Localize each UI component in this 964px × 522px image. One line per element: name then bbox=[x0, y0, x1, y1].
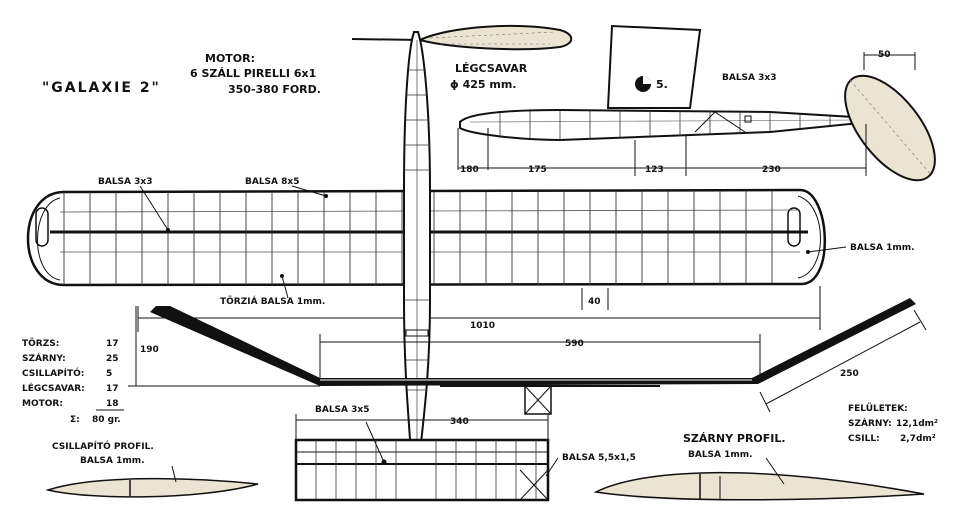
wing-tip-label: BALSA 1mm. bbox=[850, 243, 915, 253]
wing-rib-label: TÖRZIÁ BALSA 1mm. bbox=[220, 295, 325, 307]
weight-value-5: 18 bbox=[106, 399, 119, 409]
weight-value-3: 5 bbox=[106, 369, 112, 379]
fuselage-dim-4: 230 bbox=[762, 165, 781, 175]
dihedral-height-dim: 190 bbox=[140, 345, 159, 355]
surfaces-wing-value: 12,1dm² bbox=[896, 419, 938, 429]
propeller-diameter: ϕ 425 mm. bbox=[450, 78, 516, 91]
stab-strut-label: BALSA 5,5x1,5 bbox=[562, 453, 636, 463]
weight-value-4: 17 bbox=[106, 384, 119, 394]
surfaces-stab-value: 2,7dm² bbox=[900, 434, 936, 444]
weight-value-1: 17 bbox=[106, 339, 119, 349]
motor-line-2: 350-380 FORD. bbox=[228, 83, 321, 96]
weight-name-5: MOTOR: bbox=[22, 399, 63, 409]
wing-span-dim: 1010 bbox=[470, 321, 495, 331]
weight-name-3: CSILLAPÍTÓ: bbox=[22, 367, 84, 379]
fuselage-dim-3: 123 bbox=[645, 165, 664, 175]
wing-top-view bbox=[26, 185, 847, 332]
weight-total-label: Σ: bbox=[70, 415, 80, 425]
registration-mark: 5. bbox=[656, 78, 668, 91]
surfaces-wing-label: SZÁRNY: bbox=[848, 417, 892, 429]
surfaces-heading: FELÜLETEK: bbox=[848, 403, 908, 414]
wing-profile bbox=[593, 457, 925, 501]
stab-profile-sub: BALSA 1mm. bbox=[80, 456, 145, 466]
propeller bbox=[351, 24, 573, 51]
weights-table: TÖRZS: 17 SZÁRNY: 25 CSILLAPÍTÓ: 5 LÉGCS… bbox=[22, 338, 124, 425]
wing-chord-dim: 40 bbox=[588, 297, 601, 307]
weight-value-2: 25 bbox=[106, 354, 119, 364]
stabilizer-profile bbox=[45, 465, 259, 498]
fuselage-top-view bbox=[403, 31, 431, 471]
wing-front-view bbox=[128, 298, 927, 415]
wing-tip-panel-dim: 250 bbox=[840, 369, 859, 379]
stab-profile-title: CSILLAPÍTÓ PROFIL. bbox=[52, 440, 154, 452]
fin-dim-label: 50 bbox=[878, 50, 891, 60]
stabilizer-top-view bbox=[294, 414, 559, 502]
wing-spar-left-label: BALSA 3x3 bbox=[98, 177, 152, 187]
wing-profile-sub: BALSA 1mm. bbox=[688, 450, 753, 460]
plan-title: "GALAXIE 2" bbox=[42, 80, 161, 96]
motor-line-1: 6 SZÁLL PIRELLI 6x1 bbox=[190, 67, 316, 80]
weight-name-4: LÉGCSAVAR: bbox=[22, 382, 85, 394]
propeller-heading: LÉGCSAVAR bbox=[455, 62, 528, 75]
weight-name-1: TÖRZS: bbox=[22, 338, 59, 349]
wing-spar-mid-label: BALSA 8x5 bbox=[245, 177, 299, 187]
wing-profile-title: SZÁRNY PROFIL. bbox=[683, 432, 786, 445]
stab-balsa-label: BALSA 3x5 bbox=[315, 405, 369, 415]
fuselage-balsa-3x3-label: BALSA 3x3 bbox=[722, 73, 776, 83]
wing-half-span-dim: 590 bbox=[565, 339, 584, 349]
motor-heading: MOTOR: bbox=[205, 52, 255, 65]
fuselage-dim-2: 175 bbox=[528, 165, 547, 175]
surfaces-stab-label: CSILL: bbox=[848, 434, 880, 444]
weight-total-value: 80 gr. bbox=[92, 415, 121, 425]
fuselage-dim-1: 180 bbox=[460, 165, 479, 175]
fuselage-side-view bbox=[457, 24, 936, 182]
weight-name-2: SZÁRNY: bbox=[22, 352, 66, 364]
stab-span-dim: 340 bbox=[450, 417, 469, 427]
